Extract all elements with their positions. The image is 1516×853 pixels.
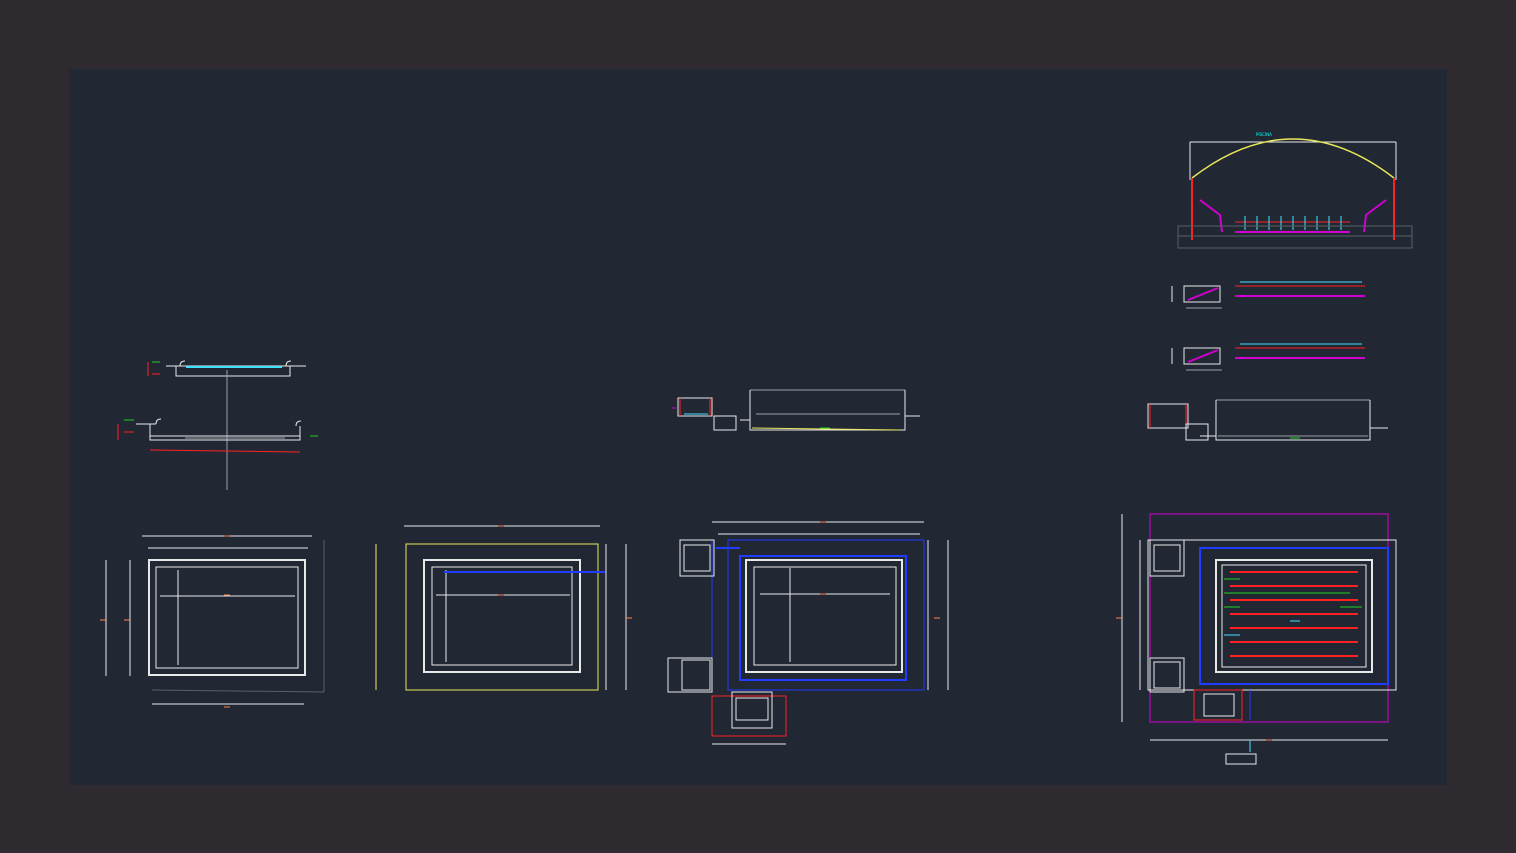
section-view-4 [1171,281,1365,309]
plan-view-1 [100,535,325,708]
drawing-sheet: PISCINA [69,69,1447,785]
section-view-1 [147,360,306,490]
section-view-5 [1171,343,1365,371]
section-view-2 [117,418,318,453]
roof-section-label: PISCINA [1256,132,1272,137]
plan-view-2 [375,525,632,691]
plan-view-3 [667,521,949,745]
plan-view-4 [1116,513,1397,765]
roof-arch-section: PISCINA [1177,132,1413,249]
section-view-6 [1147,399,1388,441]
section-view-3 [672,389,920,431]
